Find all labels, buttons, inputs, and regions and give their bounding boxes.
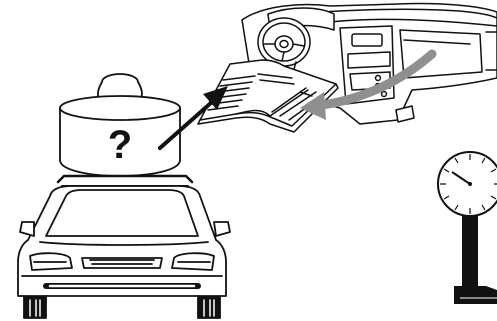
scale-dial (438, 152, 497, 216)
weighing-scale (438, 152, 497, 304)
scale-post (462, 216, 478, 288)
weight-question-mark: ? (108, 123, 132, 167)
scale-base (454, 286, 497, 304)
car-front-view (18, 176, 230, 318)
